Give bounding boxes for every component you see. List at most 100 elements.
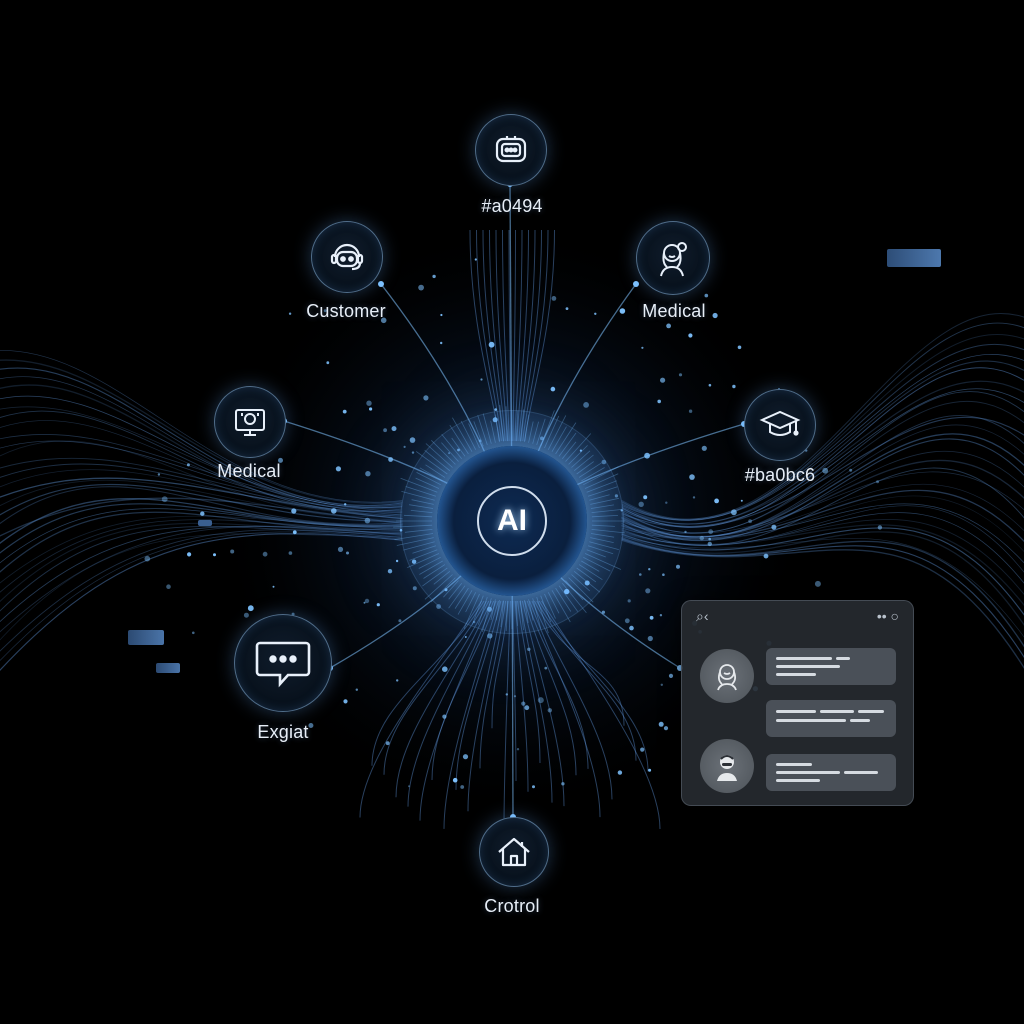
wave-line: [621, 538, 1024, 659]
wave-line: [0, 440, 403, 513]
particle-dot: [565, 307, 569, 310]
particle-dot: [369, 407, 373, 411]
chat-message-1: [766, 648, 896, 685]
particle-dot: [161, 496, 168, 503]
wave-line: [0, 367, 403, 507]
particle-dot: [487, 633, 493, 639]
node-home[interactable]: [479, 817, 549, 887]
wave-line: [0, 376, 403, 508]
link-endpoint-dot: [378, 281, 384, 287]
particle-dot: [388, 457, 393, 462]
particle-dot: [292, 530, 297, 535]
particle-dot: [689, 474, 695, 480]
particle-dot: [474, 258, 477, 261]
particle-dot: [583, 402, 589, 408]
user-avatar: [700, 739, 754, 793]
chat-window[interactable]: ⌕‹ •• ○: [681, 600, 914, 806]
wave-line: [621, 524, 1024, 607]
particle-dot: [200, 511, 205, 516]
chat-toolbar: ⌕‹ •• ○: [682, 601, 913, 633]
node-chatbot[interactable]: [475, 114, 547, 186]
particle-dot: [366, 400, 372, 406]
particle-dot: [452, 777, 458, 783]
particle-dot: [432, 274, 436, 279]
particle-dot: [440, 341, 443, 345]
node-label-home: Crotrol: [484, 896, 540, 916]
wave-line: [621, 495, 1024, 553]
core-halo: [400, 410, 624, 634]
particle-dot: [342, 409, 347, 414]
particle-dot: [376, 603, 380, 607]
particle-dot: [383, 428, 387, 433]
particle-dot: [396, 679, 399, 682]
wave-line: [621, 380, 1024, 525]
particle-dot: [740, 499, 743, 502]
particle-dot: [395, 559, 399, 563]
node-chat[interactable]: [234, 614, 332, 712]
wave-line: [0, 525, 403, 623]
particle-dot: [712, 312, 718, 319]
deco-bar-left-3: [198, 520, 212, 526]
particle-dot: [335, 466, 341, 472]
deco-bar-right: [887, 249, 941, 267]
particle-dot: [601, 610, 606, 614]
particle-dot: [647, 635, 653, 642]
node-medical-monitor[interactable]: [214, 386, 286, 458]
node-label-medical-upper: Medical: [642, 301, 706, 321]
wave-line: [0, 350, 403, 503]
particle-dot: [822, 467, 829, 474]
particle-dot: [649, 615, 654, 620]
wave-line: [0, 515, 403, 584]
node-education[interactable]: [744, 389, 816, 461]
wave-line: [0, 483, 403, 522]
particle-dot: [666, 323, 671, 329]
node-medical-doctor[interactable]: [636, 221, 710, 295]
particle-dot: [337, 546, 344, 553]
wave-line: [621, 367, 1024, 528]
particle-dot: [418, 284, 424, 291]
wave-line: [621, 401, 1024, 534]
particle-dot: [423, 395, 429, 401]
particle-dot: [638, 501, 644, 507]
particle-dot: [272, 585, 275, 588]
particle-dot: [532, 785, 535, 789]
particle-dot: [748, 519, 752, 524]
particle-dot: [657, 399, 661, 404]
particle-dot: [660, 377, 666, 383]
particle-dot: [676, 564, 680, 569]
particle-dot: [365, 471, 371, 477]
particle-dot: [648, 568, 651, 571]
wave-line: [0, 508, 403, 564]
particle-dot: [737, 345, 742, 350]
particle-dot: [278, 457, 283, 463]
particle-dot: [731, 509, 737, 516]
wave-line: [621, 503, 1024, 564]
wave-line: [0, 498, 403, 545]
deco-bar-left-2: [156, 663, 180, 673]
particle-dot: [440, 313, 443, 317]
particle-dot: [688, 409, 693, 413]
chat-bubble-icon: [255, 641, 311, 688]
particle-dot: [192, 631, 195, 635]
particle-dot: [814, 580, 821, 587]
particle-dot: [326, 361, 330, 365]
particle-dot: [480, 378, 483, 381]
wave-line: [0, 440, 403, 517]
wave-line: [621, 539, 1024, 670]
node-label-top: #a0494: [481, 196, 543, 216]
ai-core[interactable]: AI: [437, 446, 587, 596]
particle-dot: [877, 525, 883, 530]
particle-dot: [323, 309, 327, 313]
particle-dot: [714, 498, 719, 504]
window-controls-icon[interactable]: •• ○: [876, 608, 899, 624]
wave-line: [621, 505, 1024, 573]
particle-dot: [442, 666, 448, 672]
wave-line: [621, 531, 1024, 627]
wave-line: [621, 334, 1024, 520]
particle-dot: [701, 445, 707, 451]
node-customer[interactable]: [311, 221, 383, 293]
wave-line: [0, 457, 403, 516]
particle-dot: [688, 333, 693, 338]
wave-line: [0, 395, 403, 509]
search-back-icon[interactable]: ⌕‹: [696, 608, 709, 624]
